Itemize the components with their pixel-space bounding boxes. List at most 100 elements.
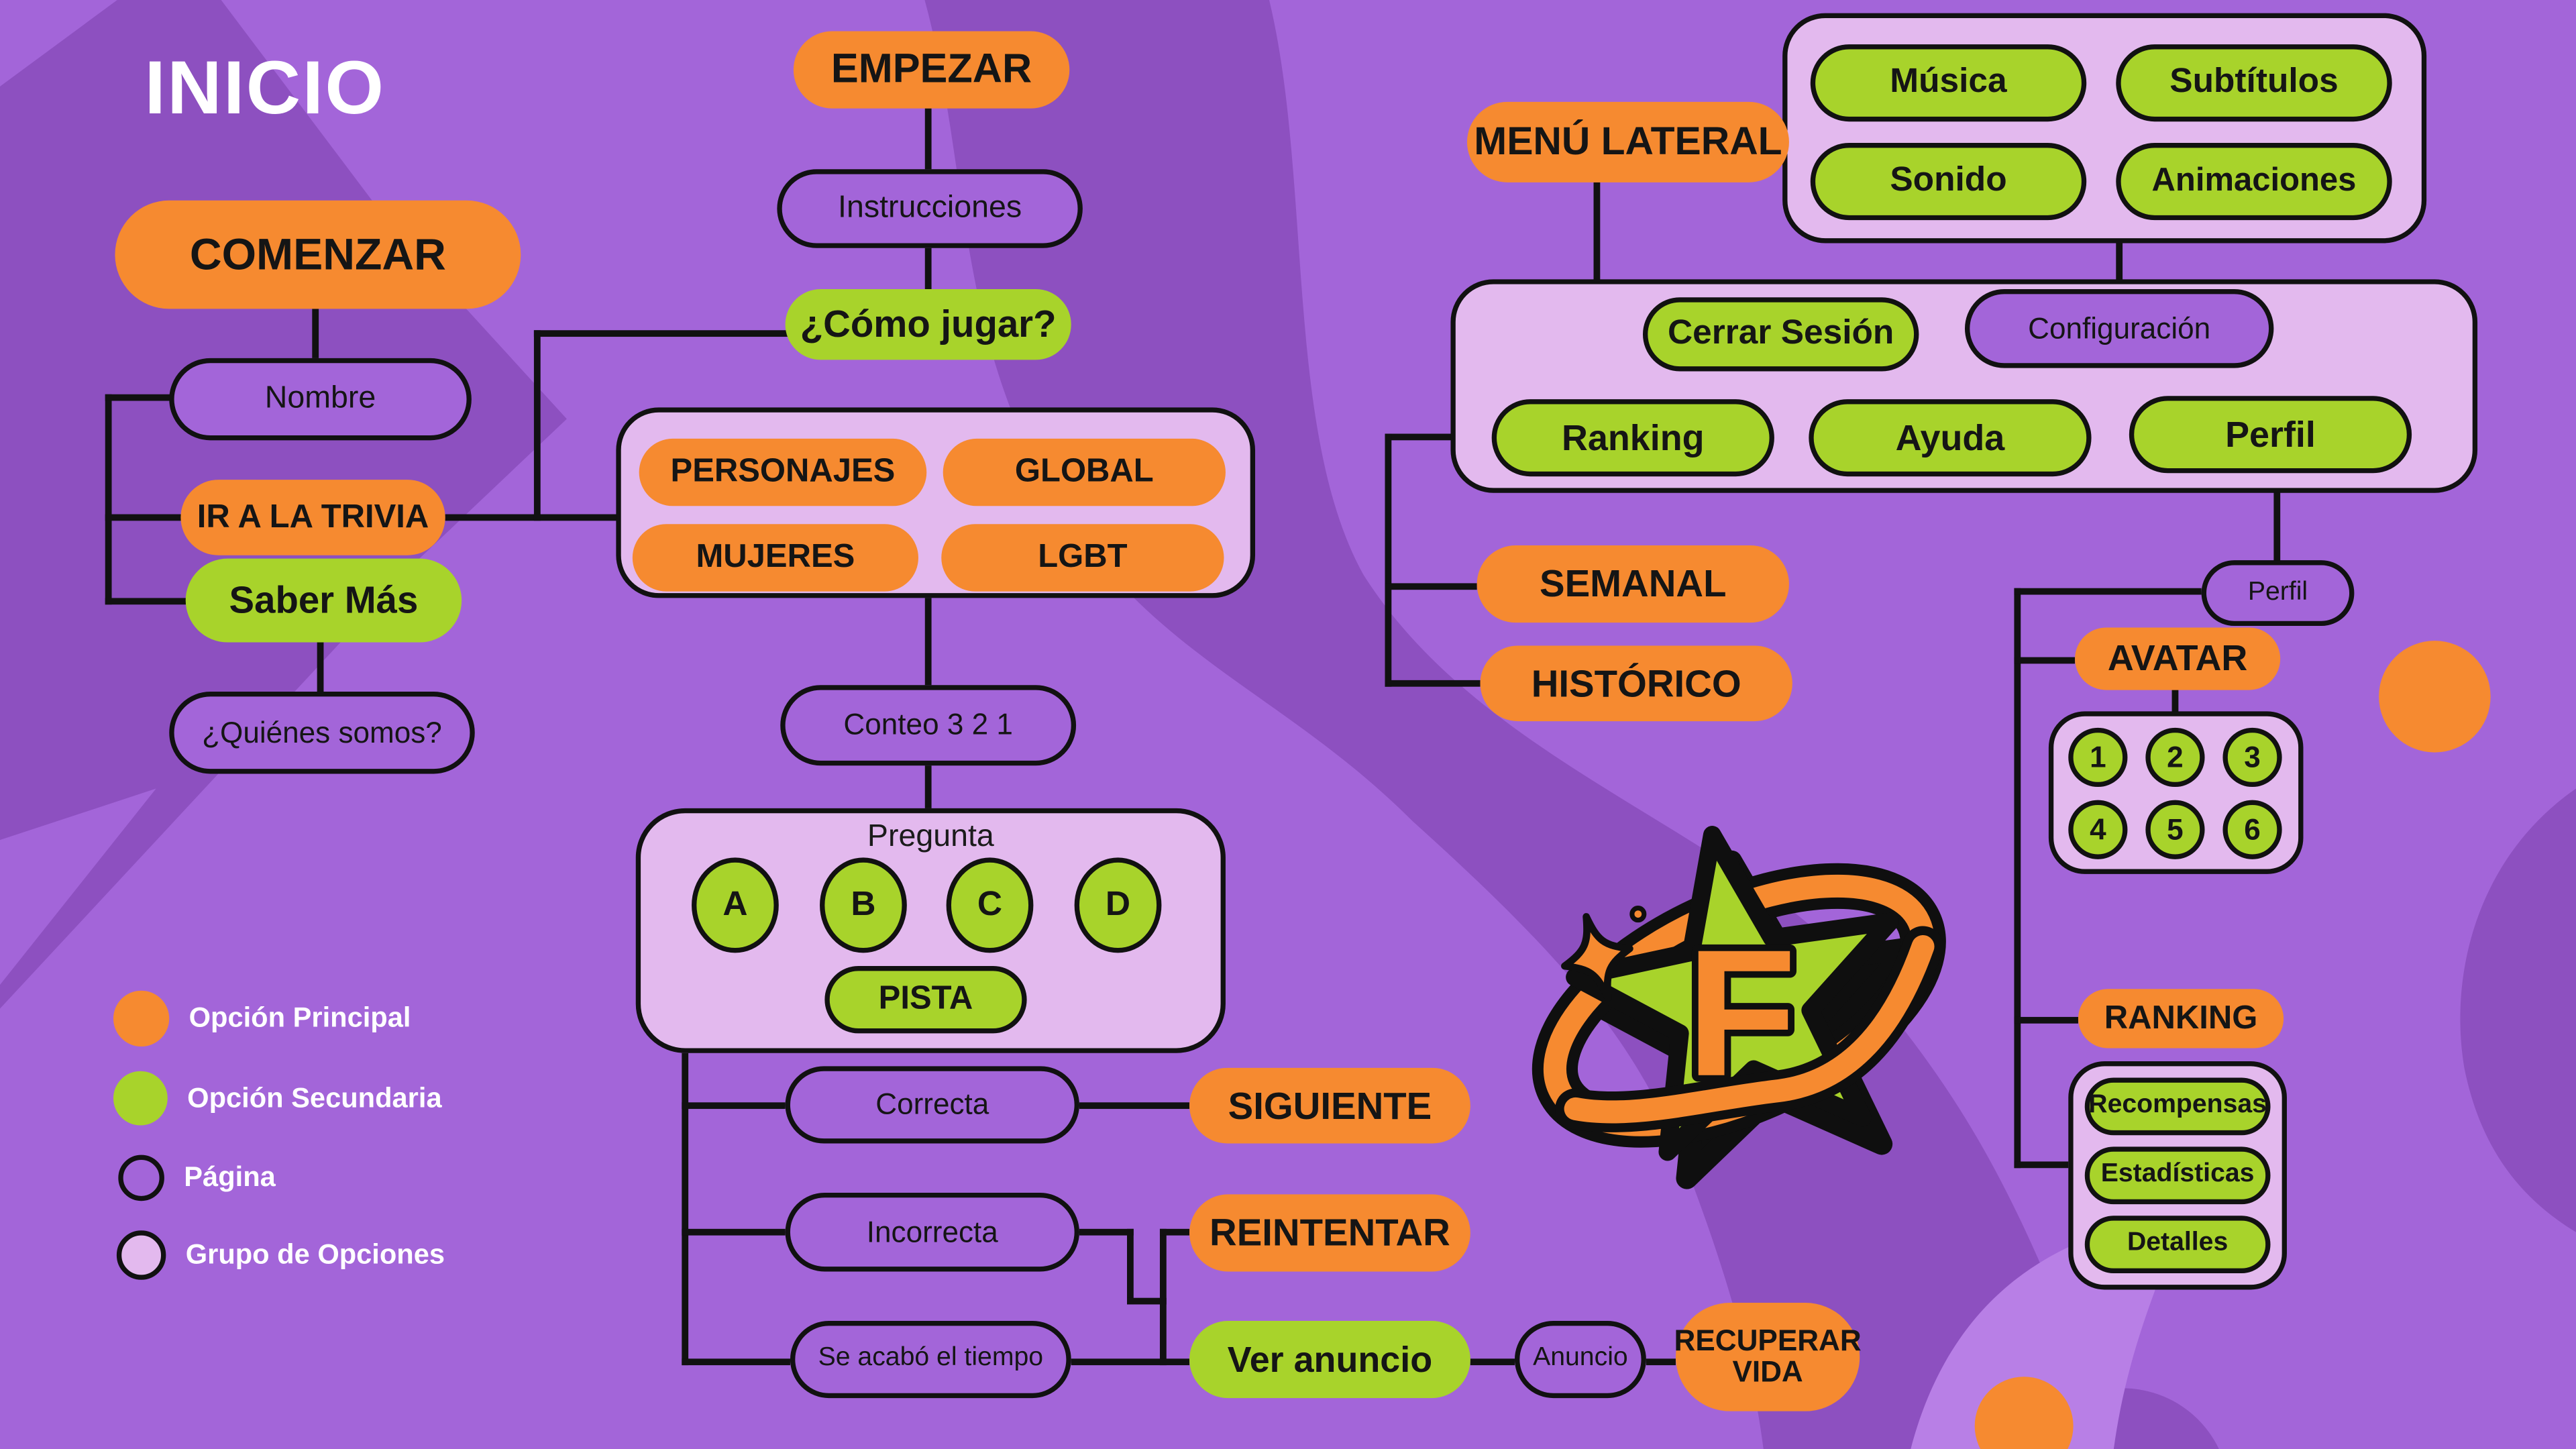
logo-sparkle-dot [1629, 906, 1647, 923]
background-right-blob [2460, 788, 2576, 1232]
avatar-option-5: 5 [2145, 800, 2205, 859]
connector-line [2116, 243, 2123, 292]
node-saber-mas: Saber Más [185, 558, 462, 643]
connector-line [682, 1102, 786, 1110]
connector-line [1470, 1358, 1515, 1366]
legend-page-label: Página [184, 1161, 276, 1193]
connector-line [2014, 1161, 2069, 1169]
connector-line [1385, 433, 1392, 687]
node-perfil-opcion: Perfil [2129, 396, 2412, 474]
logo-sparkle-icon [1561, 913, 1633, 1002]
avatar-option-2: 2 [2145, 727, 2205, 788]
node-correcta: Correcta [785, 1066, 1079, 1144]
connector-line [1159, 1228, 1190, 1236]
node-nombre: Nombre [169, 358, 472, 441]
connector-line [533, 330, 789, 337]
node-menu-lateral: MENÚ LATERAL [1466, 101, 1789, 182]
connector-line [2273, 473, 2281, 564]
node-global: GLOBAL [943, 438, 1226, 506]
node-ver-anuncio: Ver anuncio [1189, 1320, 1470, 1399]
connector-line [1127, 1228, 1134, 1305]
connector-line [2014, 588, 2202, 595]
connector-line [105, 514, 184, 521]
connector-line [682, 1053, 689, 1366]
connector-line [105, 598, 189, 605]
pregunta-label: Pregunta [867, 820, 994, 855]
node-recuperar-vida: RECUPERAR VIDA [1674, 1303, 1862, 1411]
connector-line [682, 1228, 786, 1236]
page-title: INICIO [144, 44, 386, 130]
node-sonido: Sonido [1810, 143, 2087, 221]
node-incorrecta: Incorrecta [785, 1192, 1079, 1272]
node-siguiente: SIGUIENTE [1189, 1067, 1470, 1144]
answer-option-a: A [692, 857, 779, 953]
avatar-option-6: 6 [2222, 800, 2282, 859]
node-detalles: Detalles [2084, 1216, 2271, 1273]
node-instrucciones: Instrucciones [777, 169, 1083, 248]
node-ranking-opcion: Ranking [1491, 399, 1774, 477]
background-orange-dot-bottom [1974, 1377, 2074, 1449]
legend-secondary-swatch [113, 1071, 168, 1126]
node-recompensas: Recompensas [2084, 1077, 2271, 1136]
logo-ring-front [1564, 934, 1935, 1124]
node-lgbt: LGBT [941, 524, 1224, 592]
connector-line [312, 309, 319, 358]
node-avatar: AVATAR [2075, 627, 2281, 690]
legend-item-secondary: Opción Secundaria [113, 1071, 442, 1126]
connector-line [105, 394, 112, 605]
legend-item-primary: Opción Principal [113, 990, 411, 1047]
background-orange-dot-right [2379, 641, 2491, 753]
legend-primary-label: Opción Principal [189, 1002, 411, 1034]
connector-line [2014, 1016, 2078, 1024]
connector-line [1079, 1228, 1134, 1236]
node-configuracion: Configuración [1964, 289, 2274, 368]
legend-group-label: Grupo de Opciones [185, 1238, 445, 1271]
logo-letter: F [1686, 912, 1796, 1114]
node-subtitulos: Subtítulos [2116, 44, 2392, 122]
legend-page-swatch [118, 1155, 164, 1201]
connector-line [1593, 182, 1601, 281]
node-quienes-somos: ¿Quiénes somos? [169, 692, 475, 774]
legend-secondary-label: Opción Secundaria [187, 1081, 442, 1114]
connector-line [1385, 583, 1477, 590]
node-cerrar-sesion: Cerrar Sesión [1642, 297, 1919, 372]
node-pista: PISTA [824, 966, 1027, 1034]
connector-line [924, 108, 932, 170]
answer-option-c: C [946, 857, 1034, 953]
node-ayuda: Ayuda [1809, 399, 2092, 477]
app-logo: F [1532, 826, 1946, 1189]
node-semanal: SEMANAL [1477, 545, 1789, 623]
connector-line [924, 598, 932, 686]
node-reintentar: REINTENTAR [1189, 1194, 1470, 1272]
connector-line [924, 765, 932, 808]
node-personajes: PERSONAJES [639, 438, 927, 506]
answer-option-b: B [820, 857, 907, 953]
avatar-option-3: 3 [2222, 727, 2282, 788]
connector-line [1127, 1297, 1167, 1305]
node-se-acabo-el-tiempo: Se acabó el tiempo [790, 1320, 1071, 1399]
connector-line [2171, 690, 2179, 713]
connector-line [1159, 1228, 1167, 1366]
avatar-option-1: 1 [2068, 727, 2128, 788]
connector-line [682, 1358, 790, 1366]
node-perfil-pagina: Perfil [2201, 560, 2355, 627]
answer-option-d: D [1074, 857, 1162, 953]
legend-item-page: Página [118, 1155, 276, 1201]
connector-line [1079, 1102, 1190, 1110]
legend-group-swatch [116, 1230, 166, 1280]
legend-item-group: Grupo de Opciones [116, 1230, 445, 1280]
legend-primary-swatch [113, 990, 170, 1047]
node-como-jugar: ¿Cómo jugar? [785, 289, 1071, 360]
node-musica: Música [1810, 44, 2087, 122]
node-anuncio: Anuncio [1514, 1320, 1646, 1399]
connector-line [924, 248, 932, 290]
connector-line [2014, 588, 2021, 1169]
node-historico: HISTÓRICO [1480, 645, 1792, 722]
node-conteo: Conteo 3 2 1 [780, 685, 1077, 766]
node-comenzar: COMENZAR [115, 200, 521, 309]
connector-line [445, 514, 643, 521]
connector-line [1385, 680, 1481, 687]
connector-line [105, 394, 173, 401]
node-mujeres: MUJERES [632, 524, 918, 592]
